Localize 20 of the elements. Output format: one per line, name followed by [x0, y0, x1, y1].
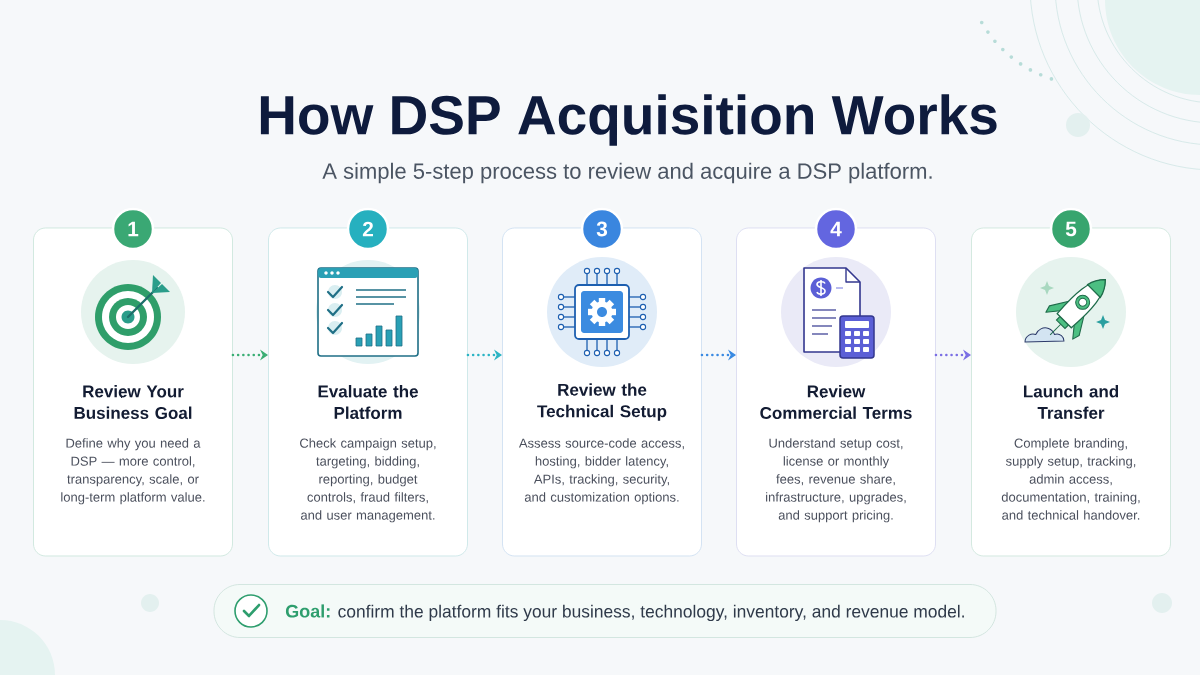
step-description: Check campaign setup, targeting, bidding, reporting, budget controls, fraud filters, and user management.	[300, 438, 436, 523]
step-title: Review Commercial Terms	[760, 385, 912, 419]
subtitle: A simple 5-step process to review and acquire a DSP platform.	[322, 162, 932, 184]
title: How DSP Acquisition Works	[260, 94, 997, 146]
step-description: Define why you need a DSP — more control, transparency, scale, or long-term platform value.	[61, 438, 205, 505]
number-badge: 5	[1049, 207, 1093, 251]
number-badge: 3	[580, 207, 624, 251]
goal-banner	[213, 584, 997, 638]
number-badge: 4	[814, 207, 858, 251]
step-description: Complete branding, supply setup, tracking, admin access, documentation, training, and technical handover.	[1001, 438, 1140, 520]
number-badge: 1	[111, 207, 155, 251]
step-title: Review the Technical Setup	[537, 383, 667, 421]
goal-label: Goal:	[285, 604, 330, 618]
step-description: Assess source-code access, hosting, bidder latency, APIs, tracking, security, and customization options.	[518, 438, 684, 505]
number-badge: 2	[346, 207, 390, 251]
step-title: Review Your Business Goal	[74, 385, 192, 419]
goal-text: confirm the platform fits your business, technology, inventory, and revenue model.	[338, 604, 964, 622]
step-title: Launch and Transfer	[1024, 385, 1119, 419]
step-title: Evaluate the Platform	[318, 385, 418, 419]
step-description: Understand setup cost, license or monthly fees, revenue share, infrastructure, upgrades, and support pricing.	[766, 438, 906, 523]
